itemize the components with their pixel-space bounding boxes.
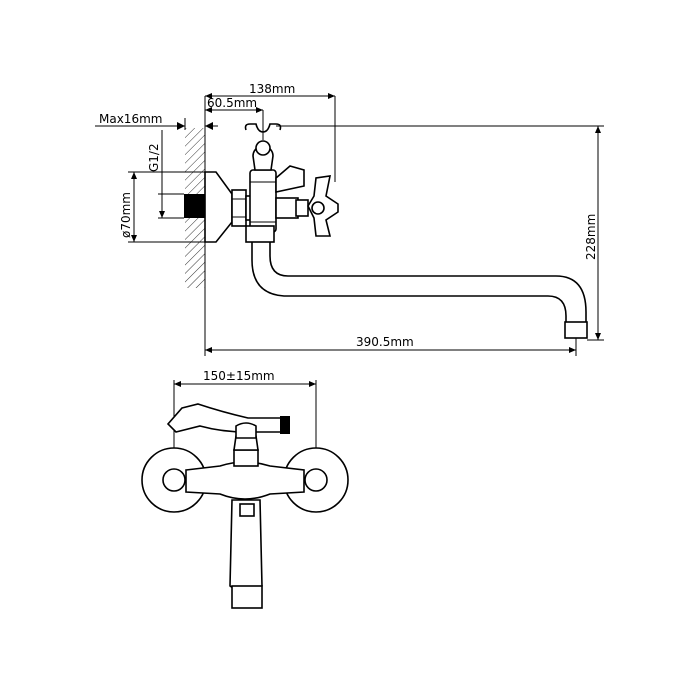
cross-handle	[307, 175, 339, 237]
mixer-body	[185, 461, 305, 500]
shower-holder	[244, 123, 282, 171]
dim-150-label: 150±15mm	[203, 369, 275, 383]
dim-g12: G1/2	[147, 130, 184, 219]
dim-390-label: 390.5mm	[356, 335, 414, 349]
lever-tip	[280, 416, 290, 434]
dim-70: ø70mm	[119, 171, 212, 243]
dim-228: 228mm	[276, 125, 604, 341]
left-flange	[141, 447, 207, 513]
dim-g12-label: G1/2	[147, 143, 161, 172]
dim-max16: Max16mm	[95, 112, 218, 130]
dim-60-5: 60.5mm	[205, 96, 264, 140]
front-view: 150±15mm	[141, 369, 349, 609]
front-spout-tip	[231, 585, 263, 609]
spout	[245, 225, 588, 339]
spout-tip	[564, 321, 588, 339]
dim-138: 138mm	[204, 82, 336, 182]
flange	[204, 171, 233, 243]
front-spout	[229, 499, 263, 609]
hex-nut	[231, 189, 247, 227]
dim-138-label: 138mm	[249, 82, 295, 96]
side-view: 138mm 60.5mm Max16mm G1/2	[95, 82, 604, 356]
dim-max16-label: Max16mm	[99, 112, 162, 126]
dim-228-label: 228mm	[584, 214, 598, 260]
dim-390: 390.5mm	[204, 288, 577, 356]
valve-body	[249, 169, 277, 233]
lever-handle	[166, 403, 290, 439]
wall-pipe	[184, 194, 206, 218]
dim-60-5-label: 60.5mm	[207, 96, 257, 110]
dim-70-label: ø70mm	[119, 192, 133, 238]
diverter-knob	[275, 165, 305, 193]
handle-stem	[275, 197, 299, 219]
